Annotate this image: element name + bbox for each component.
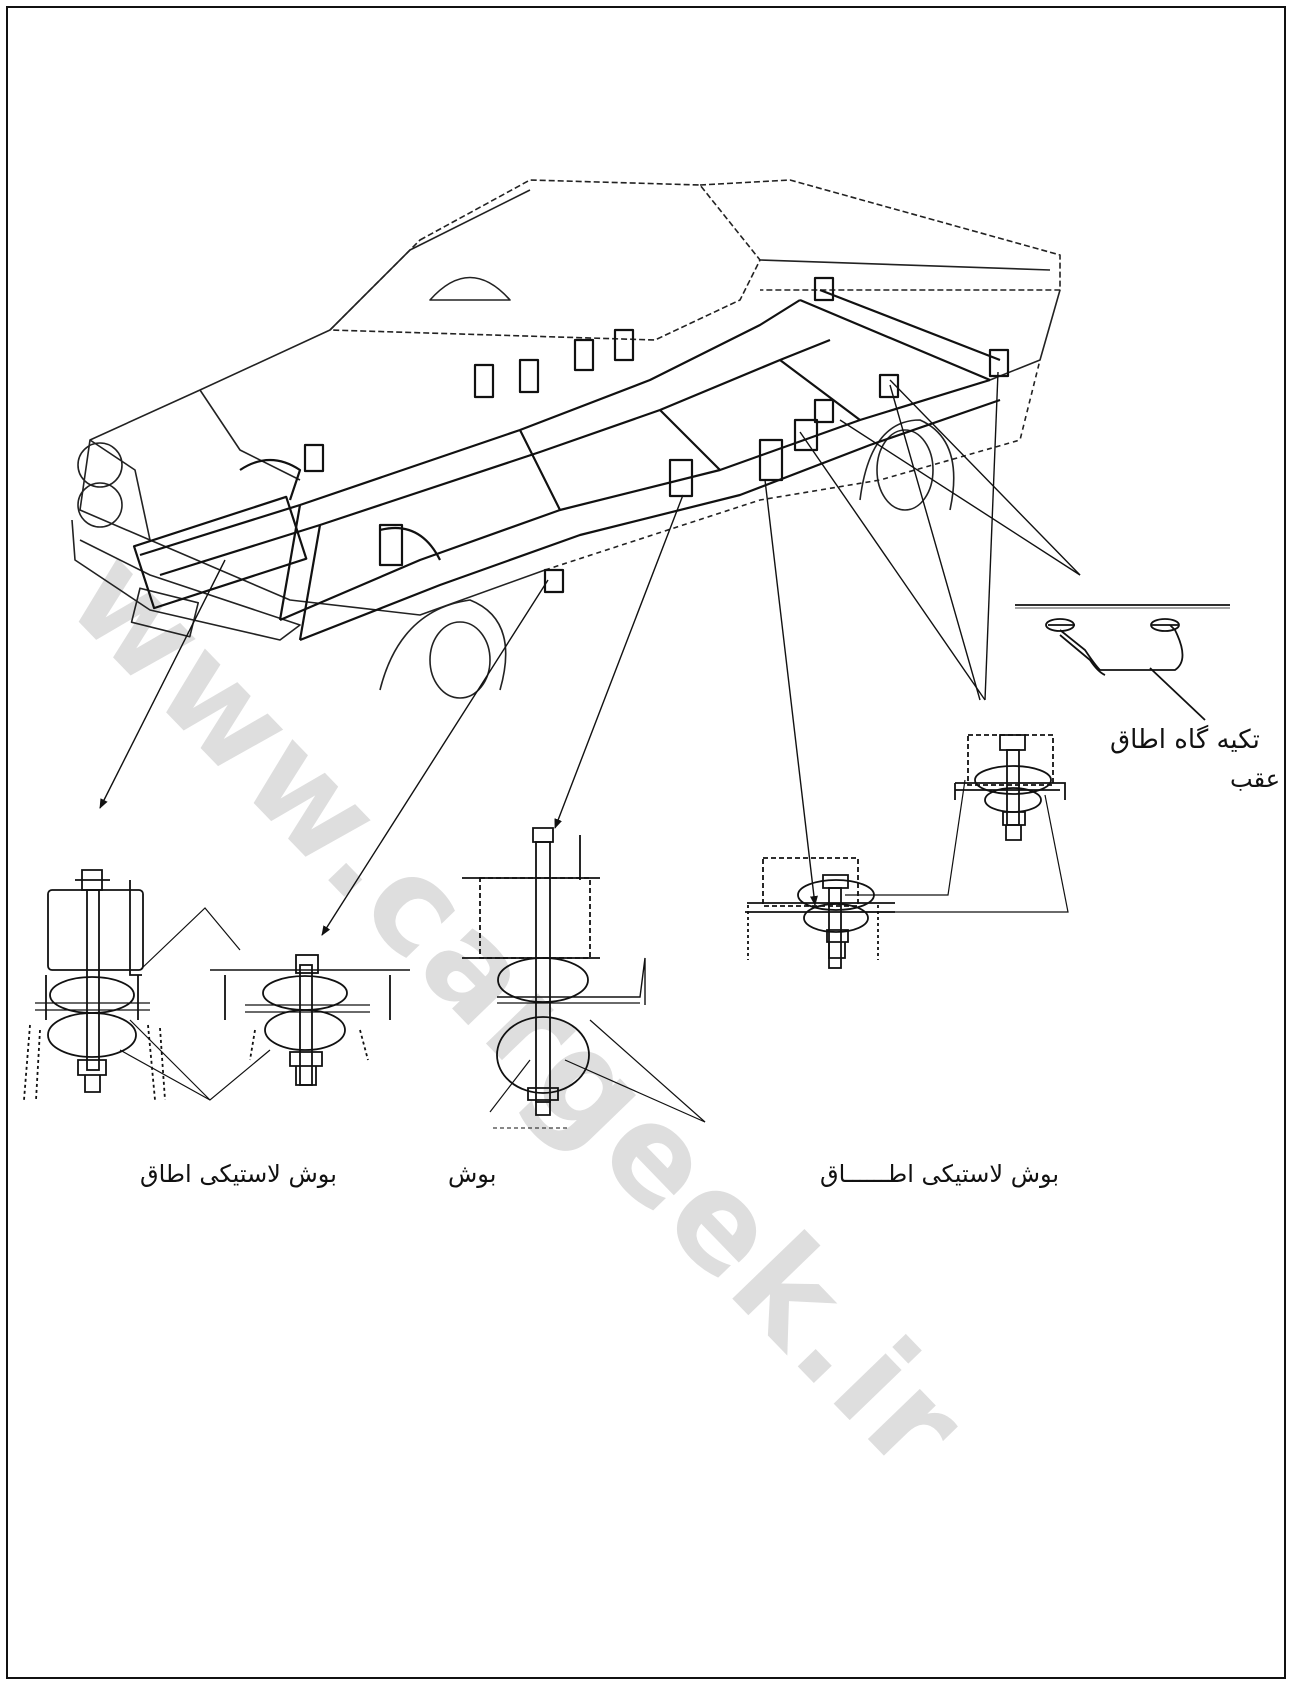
page-border <box>6 6 1286 1679</box>
label-cabin-rubber-bushing-right: بوش لاستیکی اطــــــاق <box>820 1160 1060 1188</box>
label-cabin-rubber-bushing-left: بوش لاستیکی اطاق <box>140 1160 337 1188</box>
mount-detail-left <box>23 869 271 1101</box>
mount-detail-center <box>462 827 706 1129</box>
label-rear-support: تکیه گاه اطاق <box>1110 725 1260 755</box>
label-bushing: بوش <box>448 1160 497 1188</box>
rear-support-bracket <box>1015 604 1230 721</box>
mount-detail-second <box>210 954 410 1086</box>
leader-arrows <box>99 371 1081 936</box>
truck-illustration <box>71 179 1061 699</box>
chassis-frame <box>132 276 1010 642</box>
label-rear-support-line2: عقب <box>1230 765 1281 793</box>
mount-detail-right <box>745 734 1069 969</box>
